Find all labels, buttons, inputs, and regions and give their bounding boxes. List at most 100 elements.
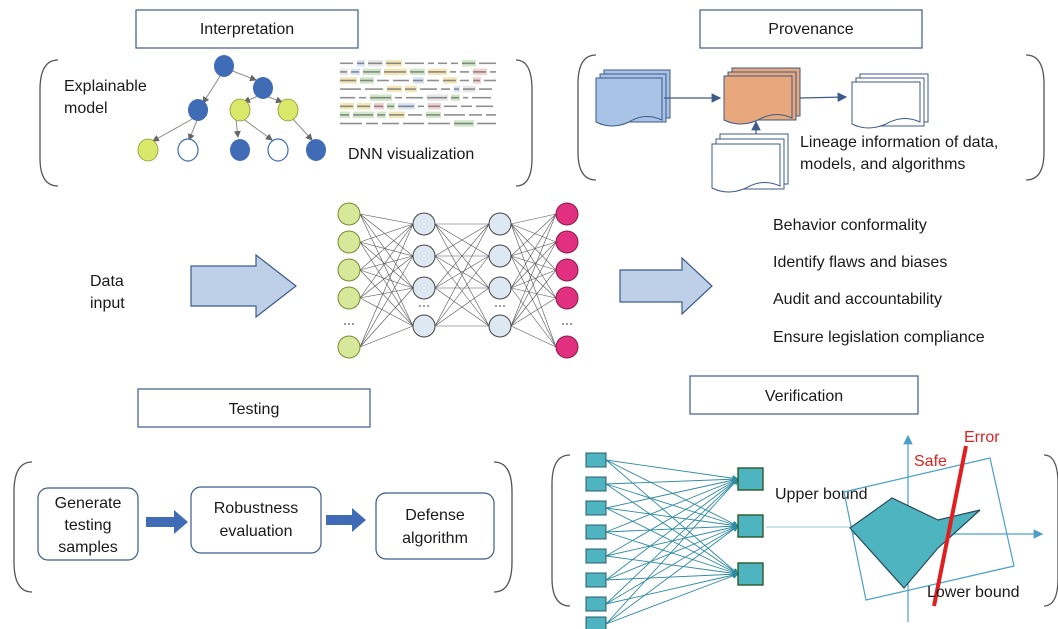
verification-input-node xyxy=(585,548,607,564)
tree-node-root xyxy=(214,55,234,77)
viz-word xyxy=(351,71,359,73)
viz-word xyxy=(451,62,458,65)
viz-word xyxy=(366,122,378,125)
network-connection xyxy=(510,213,557,225)
bound-plot-graphic xyxy=(843,434,1044,622)
ellipsis-dot xyxy=(503,305,505,307)
verification-input-node xyxy=(585,572,607,588)
ellipsis-dot xyxy=(499,305,501,307)
generate-samples-line-2: testing xyxy=(64,517,111,534)
robustness-evaluation-line-2: evaluation xyxy=(220,523,293,540)
ellipsis-dot xyxy=(570,323,572,325)
error-label: Error xyxy=(964,429,1000,446)
testing-panel: Testing Generate testing samples Robustn… xyxy=(13,388,513,593)
interpretation-right-bracket xyxy=(515,59,533,187)
viz-word xyxy=(454,122,473,125)
viz-word xyxy=(460,79,469,82)
network-connection xyxy=(359,213,414,289)
hidden-neuron xyxy=(412,212,436,236)
network-connection xyxy=(359,325,414,348)
verification-input-node xyxy=(585,616,607,629)
input-block-arrow xyxy=(190,253,297,319)
viz-word xyxy=(460,71,469,73)
viz-word xyxy=(377,114,385,116)
network-connection xyxy=(434,255,490,327)
input-neuron xyxy=(337,230,361,254)
verification-connection xyxy=(605,572,739,625)
network-connection xyxy=(434,287,490,327)
ellipsis-dot xyxy=(566,323,568,325)
verification-connection xyxy=(605,525,739,581)
testing-title-box xyxy=(137,388,371,428)
lineage-label-1: Lineage information of data, xyxy=(800,134,998,151)
provenance-title-box xyxy=(699,9,923,49)
viz-word xyxy=(428,62,434,65)
testing-left-bracket xyxy=(13,461,33,593)
provenance-left-bracket xyxy=(577,54,597,181)
verification-connection xyxy=(605,478,739,581)
viz-word xyxy=(441,88,450,90)
viz-word xyxy=(405,88,416,90)
hidden-neuron xyxy=(412,276,436,300)
viz-word xyxy=(427,79,439,82)
testing-arrow-2 xyxy=(326,508,366,532)
provenance-panel: Provenance Lineage information of data, xyxy=(577,9,1045,193)
viz-word xyxy=(472,96,491,99)
network-connection xyxy=(510,223,557,299)
explainable-model-label-2: model xyxy=(64,100,108,117)
viz-word xyxy=(463,88,475,90)
network-connection xyxy=(510,287,557,348)
data-input-label-2: input xyxy=(90,295,125,312)
network-connection xyxy=(359,255,414,271)
upper-bound-label: Upper bound xyxy=(775,486,868,503)
verification-panel: Verification Upper bound Safe Error Lowe… xyxy=(551,375,1058,629)
viz-word xyxy=(454,88,459,90)
generate-samples-box xyxy=(37,487,139,561)
testing-title: Testing xyxy=(229,401,280,418)
viz-word xyxy=(484,79,496,82)
tree-node xyxy=(230,139,250,161)
verification-input-node xyxy=(585,596,607,612)
viz-word xyxy=(428,71,446,73)
tree-node xyxy=(229,98,251,122)
network-connection xyxy=(359,213,414,225)
tree-node xyxy=(277,98,299,122)
network-connection xyxy=(510,223,557,243)
viz-word xyxy=(368,62,382,65)
provenance-right-bracket xyxy=(1025,54,1045,181)
network-connection xyxy=(434,255,490,289)
lineage-label-2: models, and algorithms xyxy=(800,156,965,173)
verification-title-box xyxy=(689,375,919,415)
viz-word xyxy=(357,105,370,108)
network-connection xyxy=(510,297,557,327)
network-connection xyxy=(510,325,557,348)
hidden-neuron xyxy=(488,314,512,338)
network-connection xyxy=(510,213,557,289)
network-connection xyxy=(510,269,557,327)
viz-word xyxy=(486,114,496,116)
verification-output-node xyxy=(737,562,764,586)
verification-connection xyxy=(605,477,739,509)
viz-word xyxy=(428,122,450,125)
viz-word xyxy=(444,105,457,108)
viz-word xyxy=(462,62,475,65)
network-connection xyxy=(434,223,490,327)
tree-node xyxy=(177,138,199,162)
network-connection xyxy=(359,213,414,257)
dnn-visualization-label: DNN visualization xyxy=(348,146,474,163)
verification-connection xyxy=(605,478,739,533)
output-neuron xyxy=(555,230,579,254)
network-connection xyxy=(510,241,557,327)
outcome-audit-accountability: Audit and accountability xyxy=(773,291,942,308)
network-connection xyxy=(510,241,557,289)
network-connection xyxy=(359,255,414,348)
interpretation-title-box xyxy=(135,9,359,49)
input-neuron xyxy=(337,258,361,282)
network-connection xyxy=(510,287,557,299)
viz-word xyxy=(382,122,399,125)
viz-word xyxy=(387,105,394,108)
hidden-neuron xyxy=(488,244,512,268)
input-neuron xyxy=(337,202,361,226)
network-connection xyxy=(359,287,414,348)
